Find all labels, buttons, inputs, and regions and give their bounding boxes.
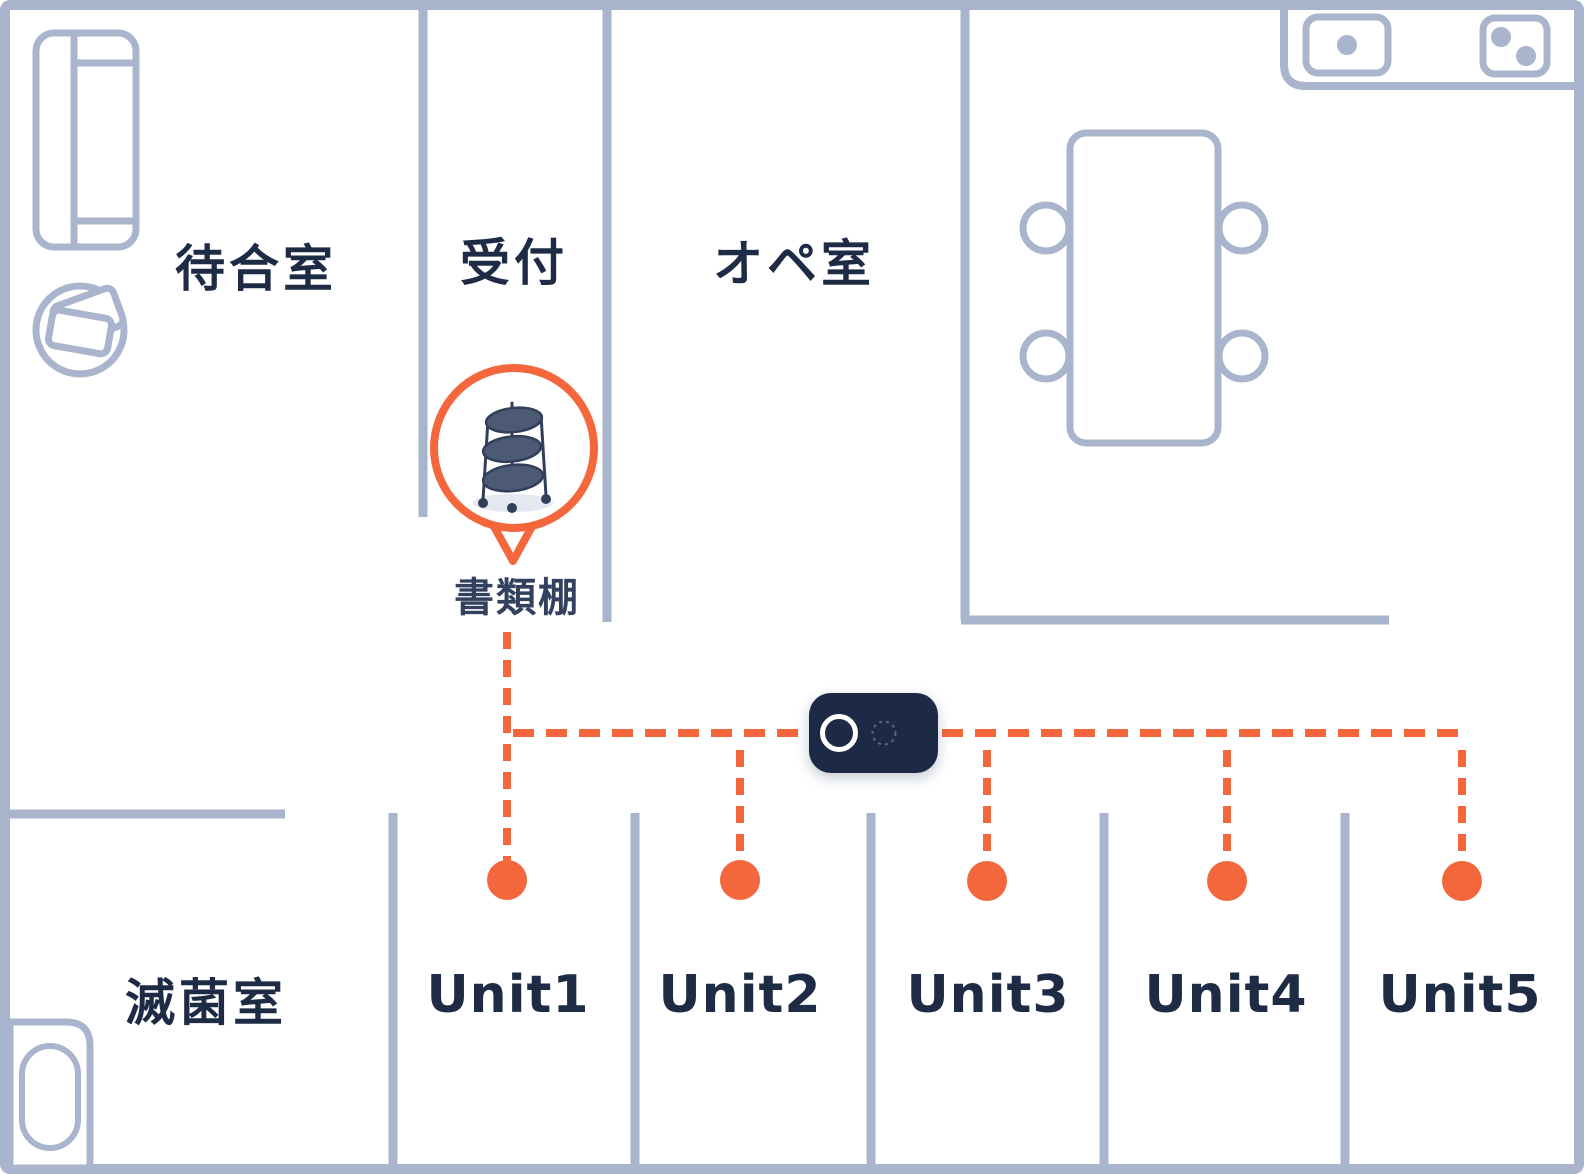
- hub-device-icon[interactable]: [809, 693, 938, 773]
- document-shelf-marker[interactable]: [430, 364, 598, 565]
- unit4-dot[interactable]: [1207, 861, 1247, 901]
- sofa-icon: [32, 29, 140, 251]
- chair-icon: [1215, 201, 1269, 255]
- unit1-label: Unit1: [426, 965, 590, 1025]
- magazine-table-icon: [32, 282, 128, 378]
- reception-label: 受付: [460, 234, 568, 292]
- unit5-label: Unit5: [1378, 965, 1542, 1025]
- hub-button-dotted: [871, 720, 897, 746]
- sink-icon: [6, 1018, 94, 1172]
- chair-icon: [1019, 201, 1073, 255]
- meeting-table-group: [1019, 129, 1269, 447]
- hub-button-ring: [820, 714, 858, 752]
- counter-icon: [1280, 10, 1576, 90]
- chair-icon: [1215, 329, 1269, 383]
- chair-icon: [1019, 329, 1073, 383]
- unit3-dot[interactable]: [967, 861, 1007, 901]
- waiting-room-label: 待合室: [175, 240, 337, 298]
- unit1-dot[interactable]: [487, 860, 527, 900]
- single-burner-icon: [1302, 13, 1392, 77]
- meeting-table-icon: [1066, 129, 1222, 447]
- unit5-dot[interactable]: [1442, 861, 1482, 901]
- cart-icon: [473, 401, 553, 513]
- sterilization-room-label: 滅菌室: [125, 974, 287, 1032]
- document-shelf-label: 書類棚: [454, 575, 580, 621]
- connection-network: [503, 632, 1466, 868]
- unit-dots: [487, 860, 1482, 901]
- unit4-label: Unit4: [1144, 965, 1308, 1025]
- operating-room-label: オペ室: [713, 235, 875, 293]
- interior-walls: [10, 10, 1389, 1164]
- double-burner-icon: [1479, 14, 1551, 78]
- unit2-dot[interactable]: [720, 860, 760, 900]
- unit2-label: Unit2: [658, 965, 822, 1025]
- unit3-label: Unit3: [906, 965, 1070, 1025]
